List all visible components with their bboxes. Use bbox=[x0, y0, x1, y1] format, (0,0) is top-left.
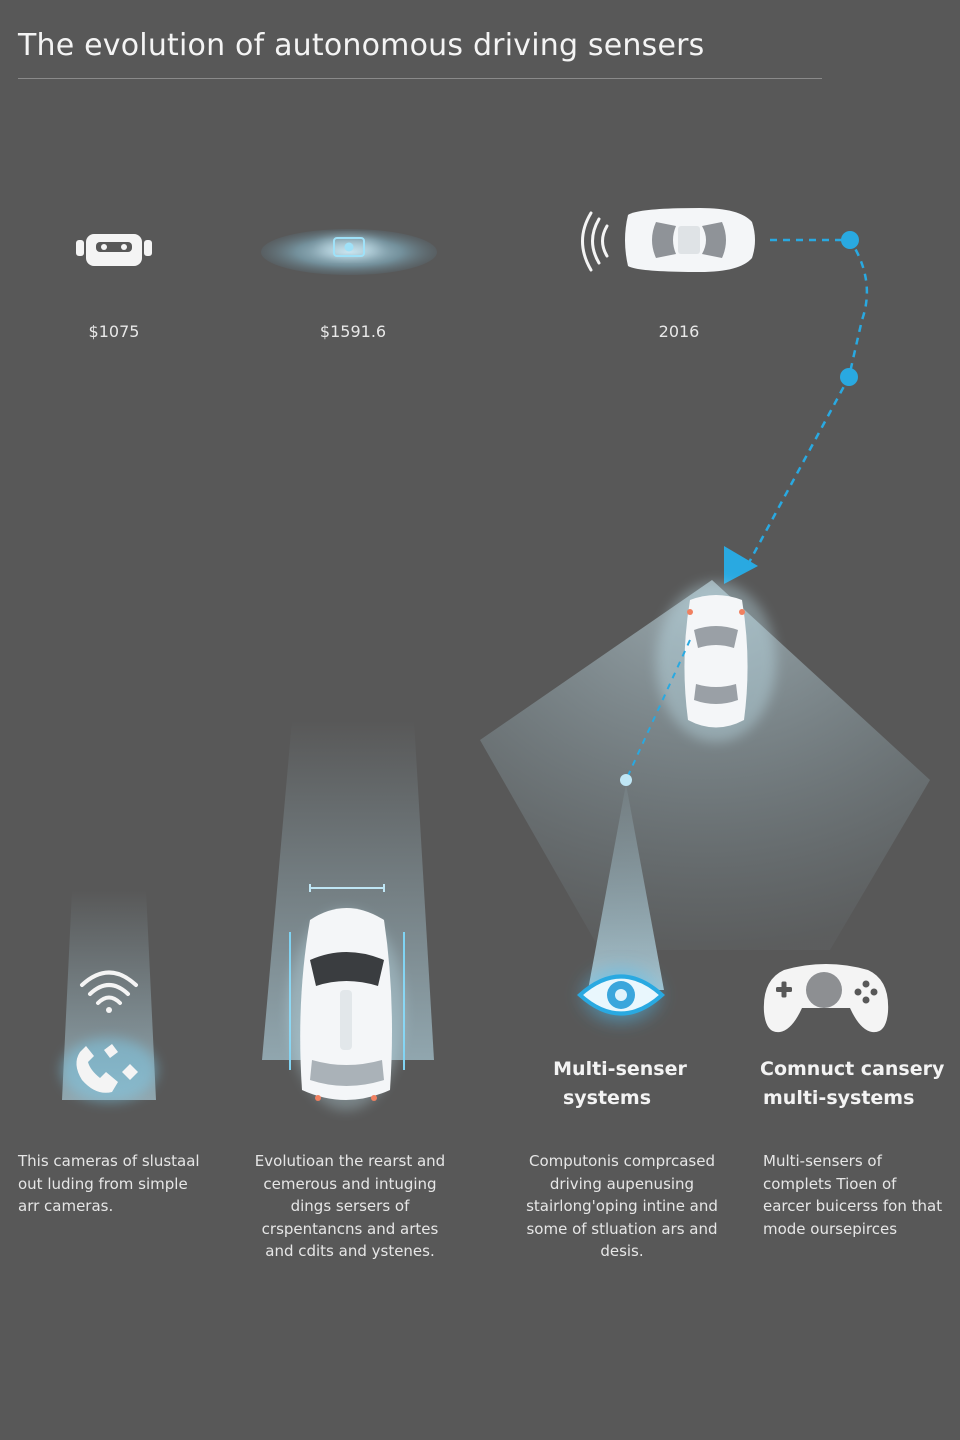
column-4-heading: Comnuct cansery multi-systems bbox=[760, 1055, 944, 1113]
timeline-node bbox=[840, 368, 858, 386]
description-line: stairlong'oping intine and bbox=[526, 1197, 718, 1215]
description-line: Evolutioan the rearst and bbox=[254, 1152, 446, 1170]
timeline-label: $1591.6 bbox=[319, 322, 387, 341]
timeline-label: 2016 bbox=[658, 322, 700, 341]
column-3-description: Computonis comprcased driving aupenusing… bbox=[512, 1150, 732, 1263]
description-line: crspentancns and artes bbox=[261, 1219, 439, 1238]
description-line: This cameras of slustaal bbox=[18, 1152, 200, 1170]
description-line: cemerous and intuging bbox=[263, 1174, 437, 1193]
radar-disc-icon bbox=[261, 229, 437, 275]
description-line: out luding from simple bbox=[18, 1174, 188, 1193]
column-2-visual bbox=[262, 720, 434, 1110]
column-1-description: This cameras of slustaal out luding from… bbox=[18, 1150, 228, 1218]
description-line: and cdits and ystenes. bbox=[265, 1242, 435, 1260]
description-line: Computonis comprcased bbox=[528, 1152, 715, 1170]
phone-icon bbox=[76, 1044, 138, 1093]
car-with-signal-icon bbox=[581, 208, 755, 272]
description-line: earcer buicerss fon that bbox=[763, 1197, 943, 1215]
heading-line: Multi-senser bbox=[553, 1058, 687, 1080]
wifi-icon bbox=[80, 970, 138, 1005]
central-car-sensor-cone bbox=[480, 580, 930, 950]
title-divider bbox=[18, 78, 822, 79]
connector-node bbox=[620, 774, 632, 786]
gamepad-controller-icon bbox=[763, 964, 889, 1033]
page-title: The evolution of autonomous driving sens… bbox=[18, 28, 705, 63]
timeline-node bbox=[841, 231, 859, 249]
column-3-visual bbox=[573, 784, 669, 1031]
timeline-connector bbox=[743, 238, 869, 571]
description-line: desis. bbox=[600, 1242, 644, 1260]
sensor-connector bbox=[625, 639, 691, 781]
description-line: Multi-sensers of bbox=[763, 1152, 882, 1170]
direction-arrow-icon bbox=[724, 546, 758, 584]
description-line: some of stluation ars and bbox=[526, 1219, 718, 1238]
column-1-visual bbox=[61, 890, 157, 1102]
description-line: driving aupenusing bbox=[549, 1174, 695, 1193]
heading-line: multi-systems bbox=[763, 1087, 915, 1109]
description-line: arr cameras. bbox=[18, 1197, 114, 1215]
timeline-label: $1075 bbox=[88, 322, 140, 341]
column-4-description: Multi-sensers of complets Tioen of earce… bbox=[763, 1150, 953, 1240]
column-2-description: Evolutioan the rearst and cemerous and i… bbox=[244, 1150, 456, 1263]
description-line: complets Tioen of bbox=[763, 1174, 897, 1193]
description-line: mode oursepirces bbox=[763, 1219, 898, 1238]
column-3-heading: Multi-senser systems bbox=[540, 1055, 700, 1113]
eye-icon bbox=[577, 974, 665, 1016]
early-sensor-icon bbox=[76, 234, 152, 266]
description-line: dings sersers of bbox=[290, 1197, 410, 1215]
heading-line: systems bbox=[562, 1087, 652, 1109]
heading-line: Comnuct cansery bbox=[760, 1058, 945, 1080]
